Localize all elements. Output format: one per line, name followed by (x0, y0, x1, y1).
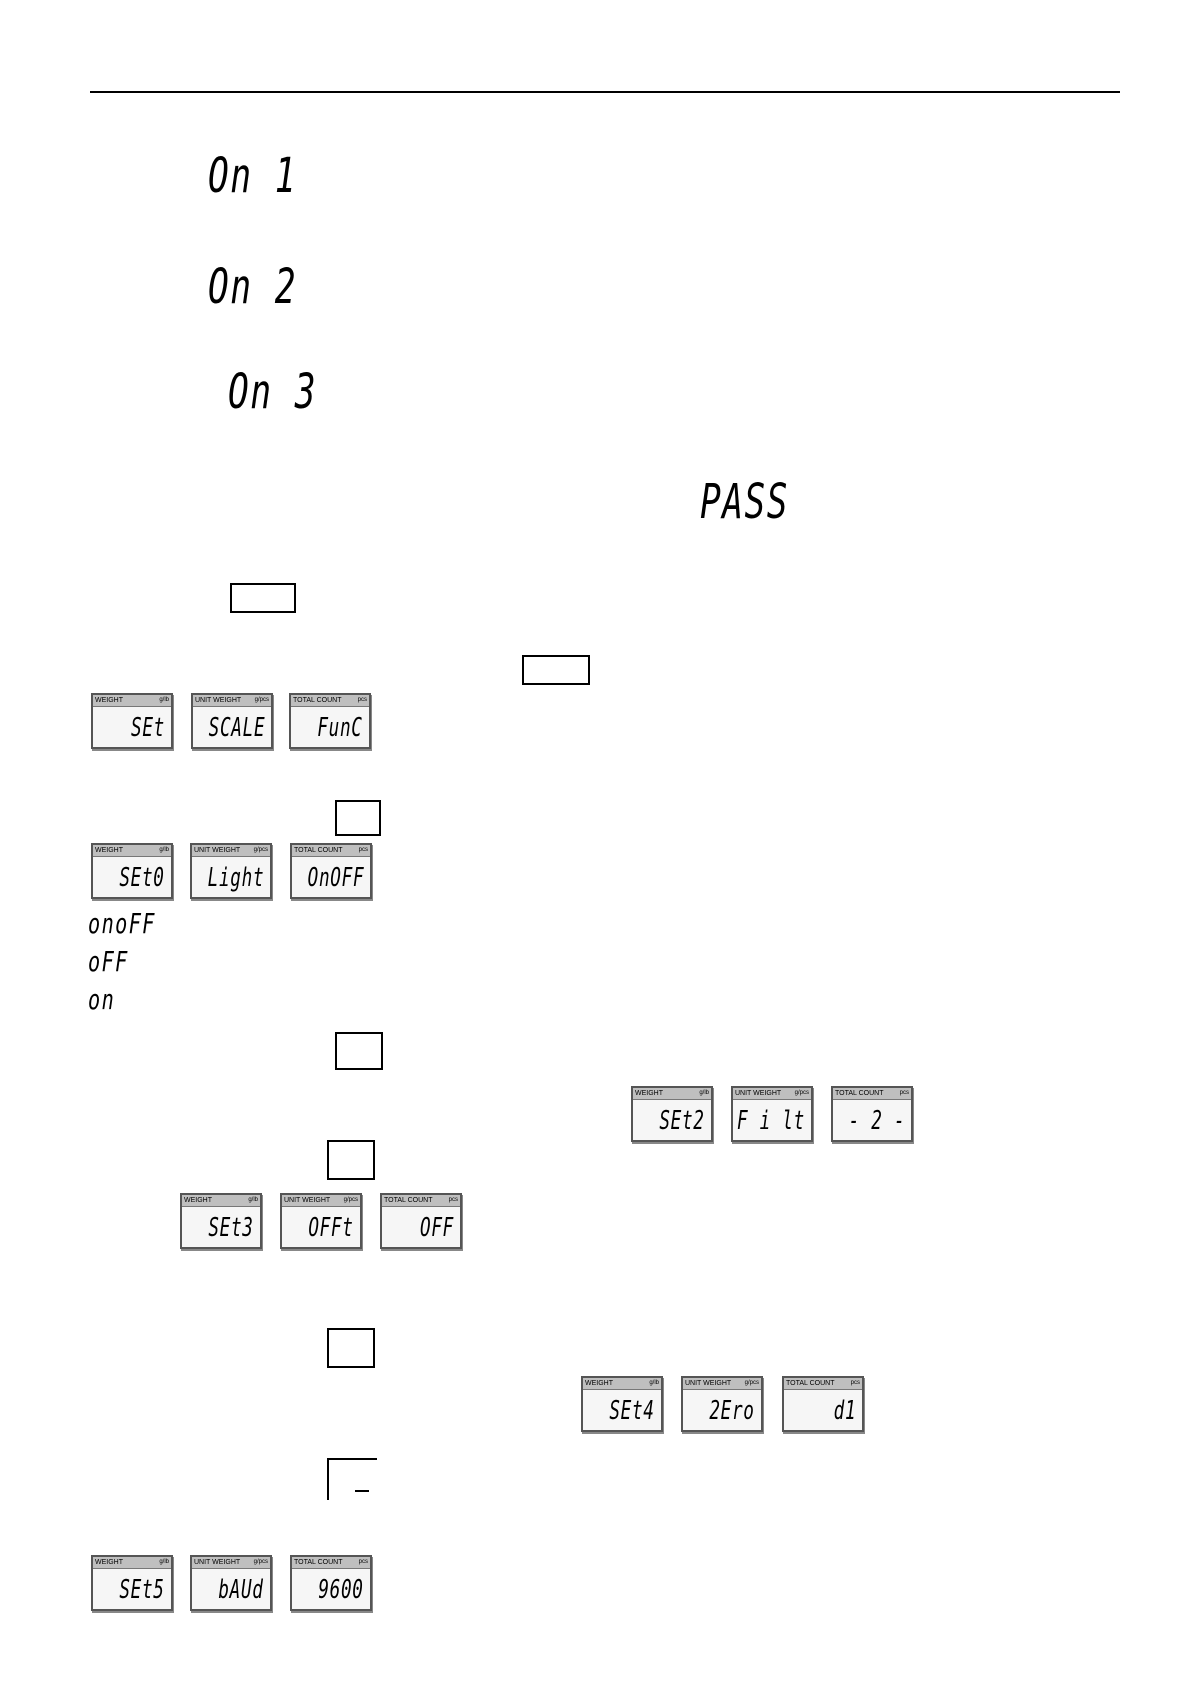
lcd-unit-weight-row0: UNIT WEIGHT g/pcs SCALE (191, 693, 273, 749)
lcd-value: FunC (317, 713, 363, 743)
lcd-label-unit-weight: UNIT WEIGHT (194, 847, 241, 854)
lcd-label-total-count: TOTAL COUNT (294, 1559, 343, 1566)
lcd-total-count-row4: TOTAL COUNT pcs d1 (782, 1376, 864, 1432)
lcd-label-unit-weight: UNIT WEIGHT (284, 1197, 331, 1204)
lcd-label-weight: WEIGHT (95, 847, 123, 854)
key-box-1 (230, 583, 296, 613)
lcd-value: F i lt (737, 1106, 805, 1136)
lcd-label-weight: WEIGHT (585, 1380, 613, 1387)
lcd-unit-total-count: pcs (899, 1090, 909, 1096)
key-box-5 (327, 1140, 375, 1180)
lcd-value: SEt2 (659, 1106, 705, 1136)
lcd-weight-row4: WEIGHT g/lb SEt4 (581, 1376, 663, 1432)
lcd-label-total-count: TOTAL COUNT (384, 1197, 433, 1204)
lcd-total-count-row3: TOTAL COUNT pcs OFF (380, 1193, 462, 1249)
lcd-label-unit-weight: UNIT WEIGHT (735, 1090, 782, 1097)
lcd-value: OFFt (308, 1213, 354, 1243)
lcd-label-weight: WEIGHT (95, 1559, 123, 1566)
lcd-label-unit-weight: UNIT WEIGHT (195, 697, 242, 704)
option-off: oFF (88, 945, 129, 978)
lcd-label-weight: WEIGHT (95, 697, 123, 704)
lcd-total-count-row5: TOTAL COUNT pcs 9600 (290, 1555, 372, 1611)
lcd-weight-row0: WEIGHT g/lb SEt (91, 693, 173, 749)
lcd-unit-weight: g/lb (159, 1559, 169, 1565)
header-rule (90, 91, 1120, 93)
lcd-value: SEt5 (119, 1575, 165, 1605)
lcd-unit-weight-row5: UNIT WEIGHT g/pcs bAUd (190, 1555, 272, 1611)
lcd-weight-row3: WEIGHT g/lb SEt3 (180, 1193, 262, 1249)
lcd-value: SCALE (208, 713, 265, 743)
display-on1: On 1 (208, 148, 297, 204)
key-box-4 (335, 1032, 383, 1070)
lcd-value: bAUd (218, 1575, 264, 1605)
option-on: on (88, 983, 116, 1016)
lcd-label-weight: WEIGHT (635, 1090, 663, 1097)
lcd-value: 2Ero (709, 1396, 755, 1426)
lcd-unit-weight: g/lb (649, 1380, 659, 1386)
lcd-unit-total-count: pcs (850, 1380, 860, 1386)
lcd-value: OFF (420, 1213, 454, 1243)
lcd-value: - 2 - (848, 1106, 905, 1136)
display-pass: PASS (700, 474, 789, 530)
lcd-unit-unit-weight: g/pcs (343, 1197, 358, 1203)
lcd-value: SEt3 (208, 1213, 254, 1243)
lcd-total-count-row2: TOTAL COUNT pcs - 2 - (831, 1086, 913, 1142)
lcd-label-total-count: TOTAL COUNT (786, 1380, 835, 1387)
lcd-unit-unit-weight: g/pcs (253, 847, 268, 853)
key-box-6 (327, 1328, 375, 1368)
option-onoff: onoFF (88, 907, 156, 940)
lcd-unit-total-count: pcs (448, 1197, 458, 1203)
key-box-2 (522, 655, 590, 685)
lcd-weight-row5: WEIGHT g/lb SEt5 (91, 1555, 173, 1611)
lcd-label-total-count: TOTAL COUNT (294, 847, 343, 854)
lcd-total-count-row0: TOTAL COUNT pcs FunC (289, 693, 371, 749)
lcd-unit-weight-row1: UNIT WEIGHT g/pcs Light (190, 843, 272, 899)
lcd-unit-unit-weight: g/pcs (253, 1559, 268, 1565)
lcd-unit-total-count: pcs (358, 847, 368, 853)
lcd-unit-total-count: pcs (357, 697, 367, 703)
lcd-label-weight: WEIGHT (184, 1197, 212, 1204)
lcd-weight-row2: WEIGHT g/lb SEt2 (631, 1086, 713, 1142)
display-on2: On 2 (208, 259, 297, 315)
lcd-label-total-count: TOTAL COUNT (835, 1090, 884, 1097)
lcd-value: SEt4 (609, 1396, 655, 1426)
lcd-label-unit-weight: UNIT WEIGHT (194, 1559, 241, 1566)
lcd-value: 9600 (318, 1575, 364, 1605)
lcd-unit-weight: g/lb (248, 1197, 258, 1203)
key-box-7 (327, 1458, 377, 1500)
lcd-unit-unit-weight: g/pcs (744, 1380, 759, 1386)
lcd-unit-weight: g/lb (159, 847, 169, 853)
lcd-unit-total-count: pcs (358, 1559, 368, 1565)
lcd-unit-unit-weight: g/pcs (254, 697, 269, 703)
lcd-unit-weight-row3: UNIT WEIGHT g/pcs OFFt (280, 1193, 362, 1249)
lcd-unit-weight-row2: UNIT WEIGHT g/pcs F i lt (731, 1086, 813, 1142)
lcd-unit-weight: g/lb (699, 1090, 709, 1096)
lcd-value: OnOFF (307, 863, 364, 893)
lcd-unit-weight: g/lb (159, 697, 169, 703)
lcd-unit-unit-weight: g/pcs (794, 1090, 809, 1096)
lcd-unit-weight-row4: UNIT WEIGHT g/pcs 2Ero (681, 1376, 763, 1432)
display-on3: On 3 (228, 364, 317, 420)
lcd-value: d1 (833, 1396, 856, 1426)
lcd-value: SEt (131, 713, 165, 743)
lcd-weight-row1: WEIGHT g/lb SEt0 (91, 843, 173, 899)
key-box-3 (335, 800, 381, 836)
lcd-label-unit-weight: UNIT WEIGHT (685, 1380, 732, 1387)
lcd-value: SEt0 (119, 863, 165, 893)
lcd-value: Light (207, 863, 264, 893)
lcd-label-total-count: TOTAL COUNT (293, 697, 342, 704)
lcd-total-count-row1: TOTAL COUNT pcs OnOFF (290, 843, 372, 899)
